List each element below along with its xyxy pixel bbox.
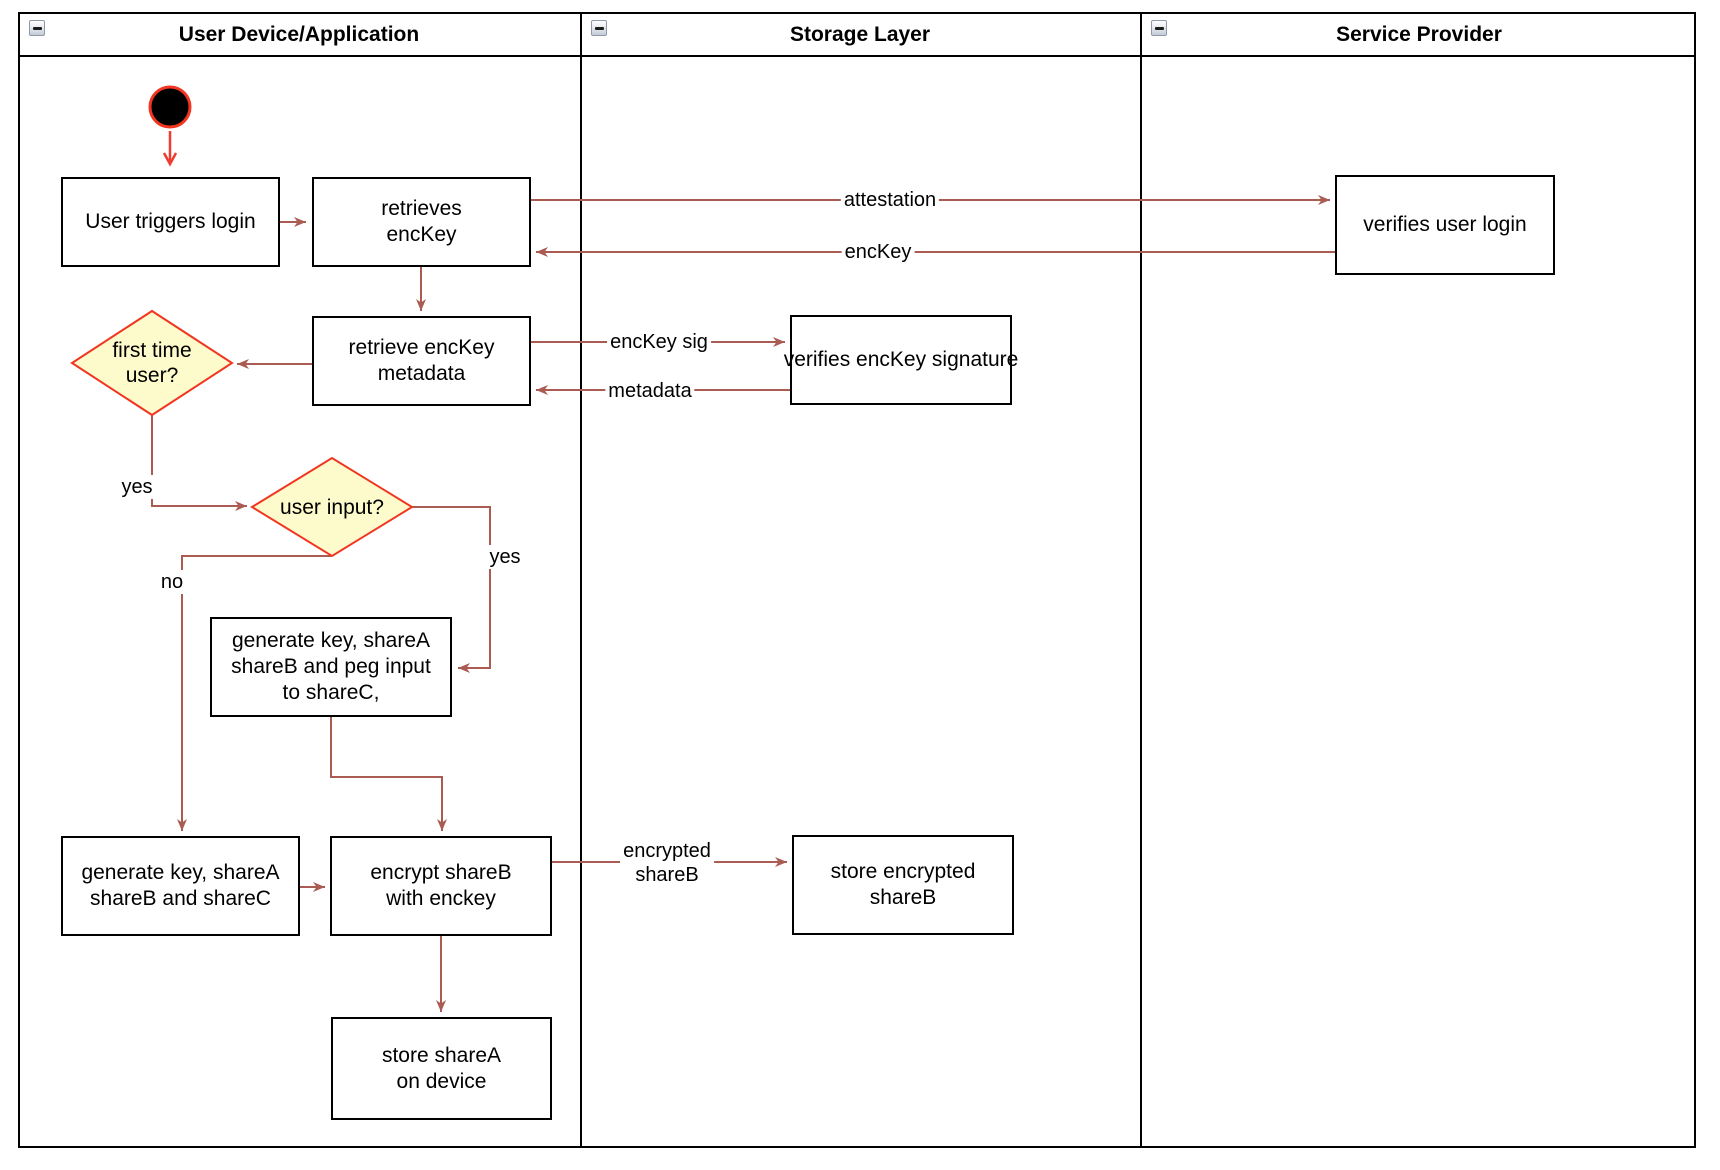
node-retrieve-enckey-metadata[interactable]: retrieve encKey metadata <box>312 316 531 406</box>
node-generate-key-peg-input[interactable]: generate key, shareA shareB and peg inpu… <box>210 617 452 717</box>
node-verifies-user-login[interactable]: verifies user login <box>1335 175 1555 275</box>
node-label: store encrypted shareB <box>830 860 976 909</box>
lane-separator-1 <box>580 12 582 1148</box>
node-label: verifies user login <box>1363 213 1527 236</box>
node-user-triggers-login[interactable]: User triggers login <box>61 177 280 267</box>
node-retrieves-enckey[interactable]: retrieves encKey <box>312 177 531 267</box>
node-store-sharea[interactable]: store shareA on device <box>331 1017 552 1120</box>
lane-separator-2 <box>1140 12 1142 1148</box>
edge-yes-to-generate-peg <box>412 506 491 673</box>
lane-header-service-provider[interactable]: Service Provider <box>1140 14 1698 55</box>
node-label: verifies encKey signature <box>783 348 1019 371</box>
edge-yes-to-user-input <box>151 415 247 511</box>
edge-label-enckey: encKey <box>841 240 915 264</box>
node-store-encrypted-shareb[interactable]: store encrypted shareB <box>792 835 1014 935</box>
decision-user-input[interactable] <box>250 456 414 558</box>
lane-title: Storage Layer <box>789 22 931 46</box>
lane-header-user-device[interactable]: User Device/Application <box>18 14 580 55</box>
node-encrypt-shareb[interactable]: encrypt shareB with enckey <box>330 836 552 936</box>
node-verifies-enckey-signature[interactable]: verifies encKey signature <box>784 315 1018 405</box>
node-label: generate key, shareA shareB and shareC <box>81 861 280 910</box>
node-label: generate key, shareA shareB and peg inpu… <box>231 629 431 704</box>
edge-no-to-generate <box>177 555 331 831</box>
lane-title: User Device/Application <box>178 22 420 46</box>
node-label: store shareA on device <box>381 1043 502 1093</box>
edge-label-yes-user-input: yes <box>486 545 524 569</box>
edge-label-encrypted-shareb: encrypted shareB <box>620 839 714 887</box>
decision-first-time-user-label: first time user? <box>112 339 192 387</box>
edge-label-metadata: metadata <box>605 379 695 403</box>
edge-label-yes-first-time: yes <box>118 475 156 499</box>
node-label: encrypt shareB with enckey <box>370 861 512 910</box>
decision-first-time-user[interactable] <box>70 309 234 417</box>
edge-peg-to-encrypt <box>330 717 447 831</box>
edge-label-attestation: attestation <box>840 188 940 212</box>
decision-user-input-label: user input? <box>280 495 384 519</box>
node-label: retrieve encKey metadata <box>348 336 495 385</box>
collapse-minus-icon[interactable] <box>29 20 45 36</box>
node-label: User triggers login <box>85 210 256 233</box>
lane-header-divider <box>18 55 1696 57</box>
edge-label-enckey-sig: encKey sig <box>607 330 711 354</box>
edge-label-no: no <box>157 570 187 594</box>
collapse-minus-icon[interactable] <box>1151 20 1167 36</box>
node-label: retrieves encKey <box>381 197 462 246</box>
collapse-minus-icon[interactable] <box>591 20 607 36</box>
lane-header-storage-layer[interactable]: Storage Layer <box>580 14 1140 55</box>
pool-border <box>18 12 1696 1148</box>
start-node[interactable] <box>148 85 192 129</box>
node-generate-key-sharec[interactable]: generate key, shareA shareB and shareC <box>61 836 300 936</box>
lane-title: Service Provider <box>1336 22 1502 46</box>
